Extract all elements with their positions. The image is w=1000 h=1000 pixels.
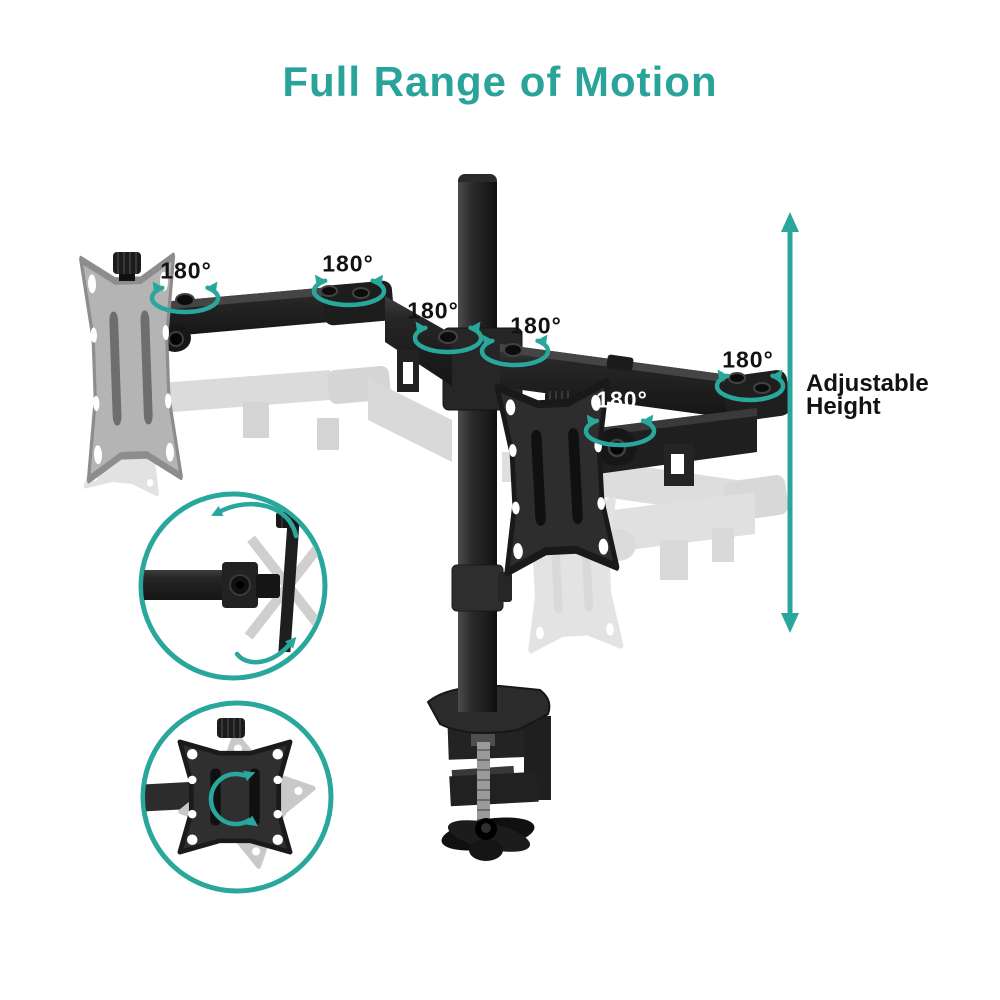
rotation-arrows (149, 274, 786, 448)
page-title: Full Range of Motion (282, 58, 718, 105)
rotation-arrow-icon (311, 274, 387, 308)
rotation-inset (140, 700, 334, 894)
rotation-label-3: 180° (407, 297, 459, 324)
adjustable-height-label: Adjustable Height (806, 370, 929, 420)
rotation-label-6: 180° (596, 386, 648, 413)
rotation-arrow-icon (412, 321, 484, 355)
left-vesa-plate (79, 252, 183, 484)
tilt-arrow-icon (211, 501, 299, 665)
rotate-arrow-icon (208, 770, 264, 827)
height-range-arrow-icon (781, 212, 799, 633)
rotation-label-5: 180° (722, 346, 774, 373)
rotation-label-1: 180° (160, 257, 212, 284)
tension-knob (113, 252, 141, 281)
clamp-screw (477, 742, 490, 828)
rotation-label-2: 180° (322, 250, 374, 277)
right-arm (500, 343, 791, 486)
pole (451, 174, 512, 712)
rotation-label-4: 180° (510, 312, 562, 339)
clamp-knob (441, 817, 535, 861)
rotation-arrow-icon (714, 369, 786, 403)
rotation-arrow-icon (479, 334, 551, 368)
rotation-arrow-icon (149, 281, 221, 315)
desk-clamp (426, 684, 551, 861)
tilt-inset (138, 491, 328, 681)
rotation-arrow-icon (583, 414, 657, 448)
